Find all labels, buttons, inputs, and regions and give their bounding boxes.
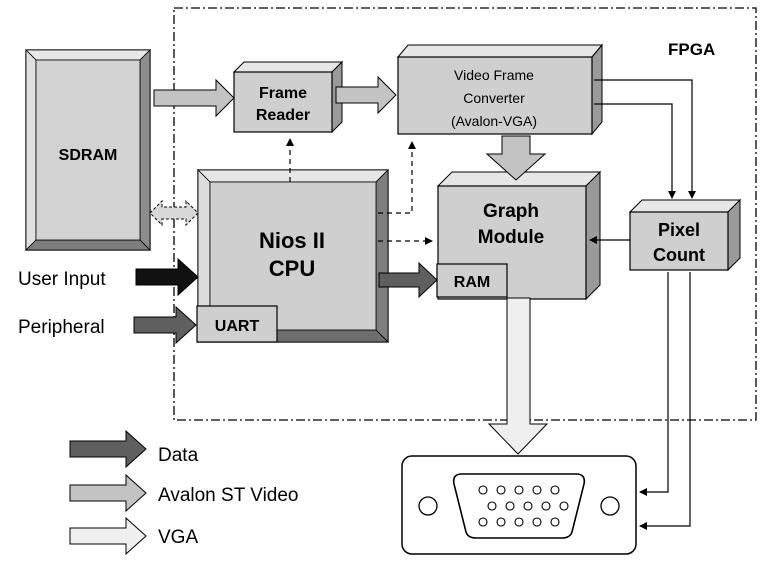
- uart-label: UART: [215, 318, 260, 335]
- legend-data-label: Data: [158, 445, 199, 466]
- pixel-count-label-line2: Count: [653, 245, 705, 265]
- legend-vga-arrow: [69, 516, 147, 556]
- pixel-count-block: Pixel Count: [628, 198, 742, 272]
- vga-pin-icon: [514, 485, 524, 495]
- ram-label: RAM: [454, 274, 490, 291]
- peripheral-arrow: [133, 305, 197, 345]
- screw-hole-icon: [600, 496, 620, 516]
- screw-hole-icon: [418, 496, 438, 516]
- video-converter-label-line1: Video Frame: [454, 67, 534, 83]
- vga-pin-icon: [478, 485, 488, 495]
- vga-pin-icon: [532, 517, 542, 527]
- pixelcount-to-vga-line-2: [639, 272, 691, 530]
- legend-video-arrow: [69, 473, 147, 513]
- vga-connector: [401, 455, 637, 555]
- legend-video-label: Avalon ST Video: [158, 485, 299, 506]
- converter-to-pixelcount-line-1: [594, 79, 696, 199]
- sdram-cpu-bus-arrow: [149, 199, 199, 227]
- vga-pin-icon: [496, 485, 506, 495]
- vga-pin-icon: [550, 517, 560, 527]
- reader-to-converter-arrow: [335, 75, 397, 115]
- peripheral-label: Peripheral: [18, 317, 105, 338]
- vga-pin-icon: [541, 501, 551, 511]
- graph-module-label-line2: Module: [478, 227, 545, 248]
- vga-pin-icon: [523, 501, 533, 511]
- video-converter-block: Video Frame Converter (Avalon-VGA): [396, 43, 604, 136]
- fpga-label: FPGA: [668, 40, 715, 59]
- vga-pin-icon: [478, 517, 488, 527]
- vga-pin-icon: [514, 517, 524, 527]
- ram-to-vga-arrow: [487, 297, 549, 455]
- frame-reader-block: Frame Reader: [232, 60, 344, 134]
- converter-to-graph-arrow: [485, 135, 547, 181]
- converter-to-pixelcount-line-2: [594, 103, 676, 199]
- vga-pin-icon: [496, 517, 506, 527]
- cpu-label-line1: Nios II: [259, 228, 325, 253]
- legend: Data Avalon ST Video VGA: [69, 429, 299, 556]
- vga-pin-icon: [559, 501, 569, 511]
- sdram-label: SDRAM: [59, 147, 118, 164]
- vga-pin-icon: [550, 485, 560, 495]
- pixel-count-label-line1: Pixel: [658, 220, 700, 240]
- pixelcount-to-vga-line-1: [639, 272, 669, 496]
- legend-data-arrow: [69, 429, 147, 469]
- ram-block: RAM: [436, 263, 508, 298]
- user-input-arrow: [135, 257, 199, 297]
- frame-reader-label-line1: Frame: [259, 85, 307, 102]
- vga-pins: [478, 485, 569, 527]
- vga-pin-icon: [505, 501, 515, 511]
- video-converter-label-line2: Converter: [463, 90, 525, 106]
- cpu-to-converter-control-line: [378, 141, 416, 214]
- frame-reader-label-line2: Reader: [256, 107, 310, 124]
- cpu-label-line2: CPU: [269, 256, 315, 281]
- legend-vga-label: VGA: [158, 527, 198, 548]
- sdram-block: SDRAM: [25, 49, 151, 251]
- video-converter-label-line3: (Avalon-VGA): [451, 113, 537, 129]
- uart-block: UART: [196, 305, 278, 343]
- vga-pin-icon: [532, 485, 542, 495]
- vga-pin-icon: [487, 501, 497, 511]
- cpu-to-ram-arrow: [378, 261, 438, 299]
- user-input-label: User Input: [18, 269, 106, 290]
- sdram-to-reader-arrow: [153, 78, 235, 118]
- graph-module-label-line1: Graph: [483, 201, 539, 222]
